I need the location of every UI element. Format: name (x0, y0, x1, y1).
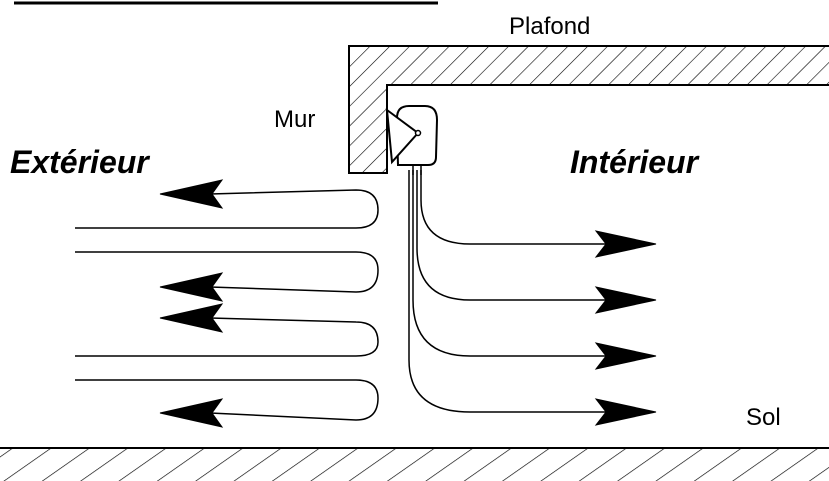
inside-flow-1 (420, 170, 610, 245)
inside-arrowheads (594, 230, 657, 426)
wall-label: Mur (274, 106, 315, 133)
unit-pivot (414, 129, 422, 137)
outside-label: Extérieur (10, 144, 150, 180)
inside-flow-2 (416, 170, 610, 301)
floor-hatch (0, 448, 829, 481)
ceiling-label: Plafond (509, 13, 590, 40)
inside-arrowhead-1 (594, 230, 657, 258)
outside-loop-1 (75, 189, 379, 229)
outside-arrowhead-3 (159, 303, 224, 333)
ceiling-wall-hatch (349, 46, 829, 173)
floor-structure (0, 447, 829, 481)
outside-arrowhead-2 (159, 272, 224, 302)
inside-flow-4 (408, 170, 610, 413)
outside-loop-3 (209, 317, 379, 343)
floor-label: Sol (746, 404, 781, 431)
inside-flow-3 (412, 170, 610, 357)
inside-airflow (408, 170, 610, 413)
outside-arrowhead-1 (159, 179, 224, 209)
outside-arrowheads (159, 179, 224, 428)
air-curtain-unit (385, 105, 439, 175)
inside-arrowhead-2 (594, 286, 657, 314)
inside-label: Intérieur (570, 144, 700, 180)
unit-bracket (385, 107, 420, 165)
ceiling-wall-outline (348, 45, 829, 174)
outside-loop-3-tail (75, 341, 379, 357)
outside-airflow (75, 189, 379, 421)
inside-arrowhead-3 (594, 342, 657, 370)
outside-loop-2 (75, 251, 379, 293)
ceiling-wall-structure (348, 45, 829, 174)
inside-arrowhead-4 (594, 398, 657, 426)
outside-loop-4 (75, 379, 379, 421)
outside-arrowhead-4 (159, 398, 224, 428)
